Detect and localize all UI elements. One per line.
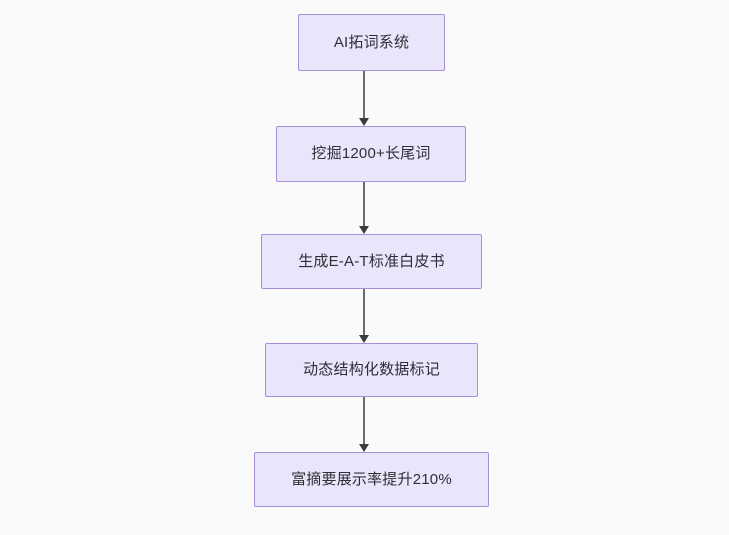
- flow-node-rich-snippet-impression-uplift[interactable]: 富摘要展示率提升210%: [254, 452, 489, 507]
- flow-node-label: 生成E-A-T标准白皮书: [298, 252, 445, 270]
- connector-line: [363, 182, 365, 227]
- flow-node-label: 富摘要展示率提升210%: [291, 470, 452, 488]
- flow-node-ai-keyword-system[interactable]: AI拓词系统: [298, 14, 445, 71]
- flow-node-label: 挖掘1200+长尾词: [311, 145, 431, 162]
- flow-connector-arrow: [357, 182, 371, 234]
- flow-node-dynamic-structured-data-markup[interactable]: 动态结构化数据标记: [265, 343, 478, 397]
- flow-node-generate-eat-whitepaper[interactable]: 生成E-A-T标准白皮书: [261, 234, 482, 289]
- flow-connector-arrow: [357, 397, 371, 452]
- flow-node-label: 动态结构化数据标记: [303, 361, 440, 378]
- connector-line: [363, 71, 365, 119]
- arrowhead-icon: [359, 444, 369, 452]
- arrowhead-icon: [359, 118, 369, 126]
- connector-line: [363, 397, 365, 445]
- flow-connector-arrow: [357, 289, 371, 343]
- flow-connector-arrow: [357, 71, 371, 126]
- arrowhead-icon: [359, 226, 369, 234]
- arrowhead-icon: [359, 335, 369, 343]
- flow-node-label: AI拓词系统: [333, 33, 410, 51]
- flow-node-mine-longtail-keywords[interactable]: 挖掘1200+长尾词: [276, 126, 466, 182]
- connector-line: [363, 289, 365, 336]
